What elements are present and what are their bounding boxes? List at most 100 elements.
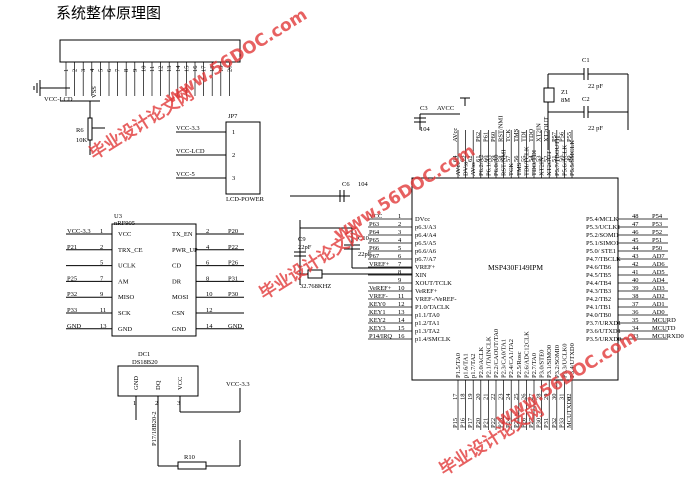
mcu-top-pin: P6.2/A2: [478, 155, 485, 177]
mcu-right-net: P52: [652, 229, 662, 236]
mcu-left-pin: XIN: [415, 272, 427, 279]
mcu-right-pin: P3.7/URXD1: [586, 320, 621, 327]
mcu-right-net: P53: [652, 221, 662, 228]
lcd-pin-number: 13: [166, 66, 173, 73]
mcu-right-pin: P4.7/TBCLK: [586, 256, 621, 263]
mcu-top-pin: XT2OUT: [546, 151, 553, 176]
mcu-right-num: 44: [632, 245, 639, 252]
lcd-pin-number: 12: [158, 66, 165, 73]
mcu-left-pin: p6.6/A6: [415, 248, 437, 255]
mcu-top-pin: TDO/TDI: [531, 150, 538, 176]
mcu-bottom-net: P22: [490, 418, 497, 428]
mcu-top-pin: P5.7/TBOUTH: [554, 136, 561, 176]
mcu-right-pin: P3.5/URXD0: [586, 336, 621, 343]
mcu-right-pin: P4.5/TB5: [586, 272, 611, 279]
u3-right-num: 14: [206, 323, 213, 330]
mcu-top-num: 50: [558, 156, 565, 163]
mcu-right-pin: P5.1/SIMO1: [586, 240, 619, 247]
mcu-left-num: 13: [398, 309, 405, 316]
mcu-left-net: P64: [369, 229, 380, 236]
u3-left-net: P21: [67, 244, 77, 251]
mcu-bottom-num: 31: [558, 394, 565, 401]
vss-label: VSS: [91, 86, 98, 98]
mcu-left-net: P67: [369, 253, 380, 260]
mcu-bottom-num: 32: [566, 394, 573, 401]
mcu-bottom-num: 29: [543, 394, 550, 401]
mcu-bottom-num: 25: [513, 394, 520, 401]
mcu-left-net: P65: [369, 237, 379, 244]
dc1-part: DS18B20: [132, 359, 158, 366]
mcu-top-num: 62: [467, 156, 474, 163]
mcu-bottom-num: 30: [551, 394, 558, 401]
mcu-top-pin: XT2IN: [539, 157, 546, 176]
u3-left-net: P32: [67, 291, 77, 298]
mcu-right-pin: P3.6/UTXD1: [586, 328, 621, 335]
mcu-left-num: 15: [398, 325, 405, 332]
mcu-top-num: 53: [536, 156, 543, 163]
mcu-left-num: 12: [398, 301, 405, 308]
mcu-bottom-num: 26: [520, 393, 527, 400]
c10-ref: C10: [358, 235, 369, 242]
mcu-top-num: 59: [490, 156, 497, 163]
mcu-top-num: 49: [566, 156, 573, 163]
u3-left-num: 13: [100, 323, 107, 330]
mcu-right-net: AD3: [652, 285, 665, 292]
mcu-top-pin: RST/NMI: [501, 150, 508, 176]
mcu-top-net: P61: [482, 132, 489, 142]
mcu-bottom-pin: P2.2/CAOUT/TA0: [493, 329, 500, 378]
vcc-lcd-net: VCC-LCD: [44, 96, 73, 103]
dc1-pin1-num: 1: [133, 400, 136, 407]
mcu-top-pin: TMS: [516, 162, 523, 176]
z1-value: 8M: [561, 97, 570, 104]
mcu-top-num: 54: [528, 155, 535, 162]
lcd-pin-number: 11: [149, 66, 156, 72]
mcu-top-num: 56: [513, 155, 520, 162]
mcu-left-pin: p6.3/A3: [415, 224, 436, 231]
dc1-ds18b20: DC1 DS18B20 GND DQ VCC VCC-3.3 1 2 3 P17…: [117, 351, 250, 470]
u3-right-net: P20: [228, 228, 238, 235]
mcu-bottom-pin: P2.4/CA1/TA2: [508, 339, 515, 378]
u3-right-pin: GND: [172, 326, 186, 333]
mcu-top-num: 64: [452, 155, 459, 162]
mcu-left-pin: XOUT/TCLK: [415, 280, 452, 287]
lcd-pin-number: 16: [192, 65, 199, 72]
mcu-bottom-net: P25: [513, 418, 520, 428]
lcd-pin-number: 10: [140, 66, 147, 73]
mcu-left-net: KEY1: [369, 309, 386, 316]
mcu-bottom-num: 19: [467, 394, 474, 401]
lcd-header-body: [59, 39, 241, 63]
mcu-left-pin: p1.2/TA1: [415, 320, 440, 327]
mcu-right-pin: P4.0/TB0: [586, 312, 611, 319]
mcu-left-num: 2: [398, 221, 401, 228]
mcu-left-pin: DVcc: [415, 216, 430, 223]
mcu-bottom-num: 23: [498, 394, 505, 401]
u3-left-net: VCC-3.3: [67, 228, 91, 235]
u3-right-pin: CD: [172, 263, 181, 270]
mcu-top-pin: P5.6/ACLK: [561, 144, 568, 176]
mcu-part: MSP430F149IPM: [488, 263, 543, 272]
mcu-right-pin: P5.3/UCLK1: [586, 224, 621, 231]
mcu-bottom-net: P27: [528, 417, 535, 428]
mcu-top-num: 58: [498, 156, 505, 163]
mcu-top-pin: AVcc: [455, 162, 462, 176]
u3-left-num: 11: [100, 307, 106, 314]
mcu-bottom-num: 28: [536, 394, 543, 401]
mcu-left-num: 9: [398, 277, 401, 284]
mcu-left-num: 5: [398, 245, 401, 252]
mcu-right-net: P51: [652, 237, 662, 244]
u3-left-pin: MISO: [118, 294, 135, 301]
mcu-top-pin: P6.1/A1: [485, 155, 492, 177]
u3-left-num: 2: [100, 244, 103, 251]
mcu-right-net: AD6: [652, 261, 665, 268]
lcd-pin-number: 4: [89, 68, 96, 72]
mcu-right-net: MCUTD: [652, 325, 676, 332]
mcu-bottom-pin: P2.5/Rosc: [516, 351, 523, 378]
mcu-bottom-pin: P3.0/STE0: [539, 350, 546, 378]
mcu-right-num: 37: [632, 301, 639, 308]
